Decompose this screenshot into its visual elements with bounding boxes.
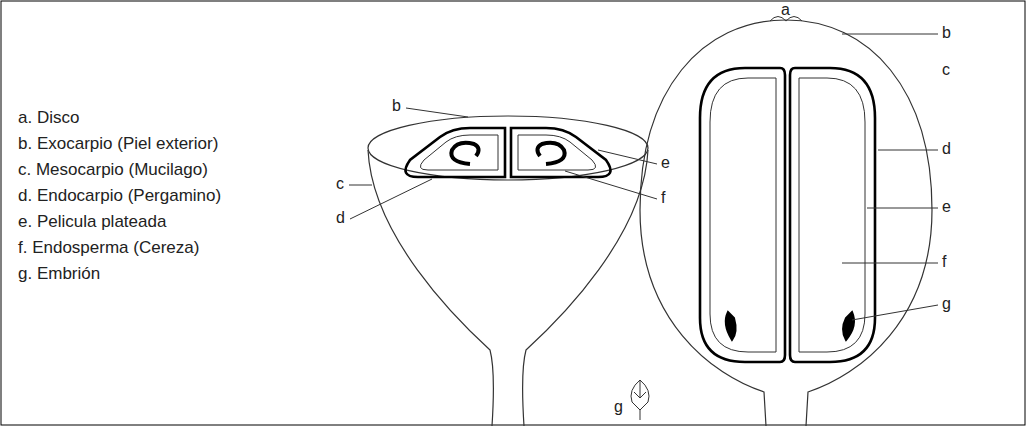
callout-letter: c <box>336 175 344 193</box>
leader-lines <box>349 34 938 320</box>
callout-letter: f <box>942 253 946 271</box>
cross-section-figure <box>368 116 648 426</box>
callout-letter: c <box>942 61 950 79</box>
embryo-detail <box>631 380 649 420</box>
legend-text: d. Endocarpio (Pergamino) <box>18 186 221 206</box>
legend-text: g. Embrión <box>18 264 100 284</box>
longitudinal-section-figure <box>640 17 932 426</box>
legend-text: f. Endosperma (Cereza) <box>18 238 199 258</box>
callout-letter: g <box>942 295 951 313</box>
callout-letter: e <box>661 154 670 172</box>
callout-letter: b <box>392 97 401 115</box>
legend-text: a. Disco <box>18 108 79 128</box>
callout-letter: e <box>942 198 951 216</box>
callout-letter: d <box>942 140 951 158</box>
callout-letter: b <box>942 24 951 42</box>
legend-text: b. Exocarpio (Piel exterior) <box>18 134 218 154</box>
callout-letter: f <box>661 189 665 207</box>
legend-text: e. Pelicula plateada <box>18 212 166 232</box>
callout-letter: a <box>781 1 790 19</box>
callout-letter: d <box>336 209 345 227</box>
callout-letter: g <box>614 398 623 416</box>
legend-text: c. Mesocarpio (Mucilago) <box>18 160 208 180</box>
